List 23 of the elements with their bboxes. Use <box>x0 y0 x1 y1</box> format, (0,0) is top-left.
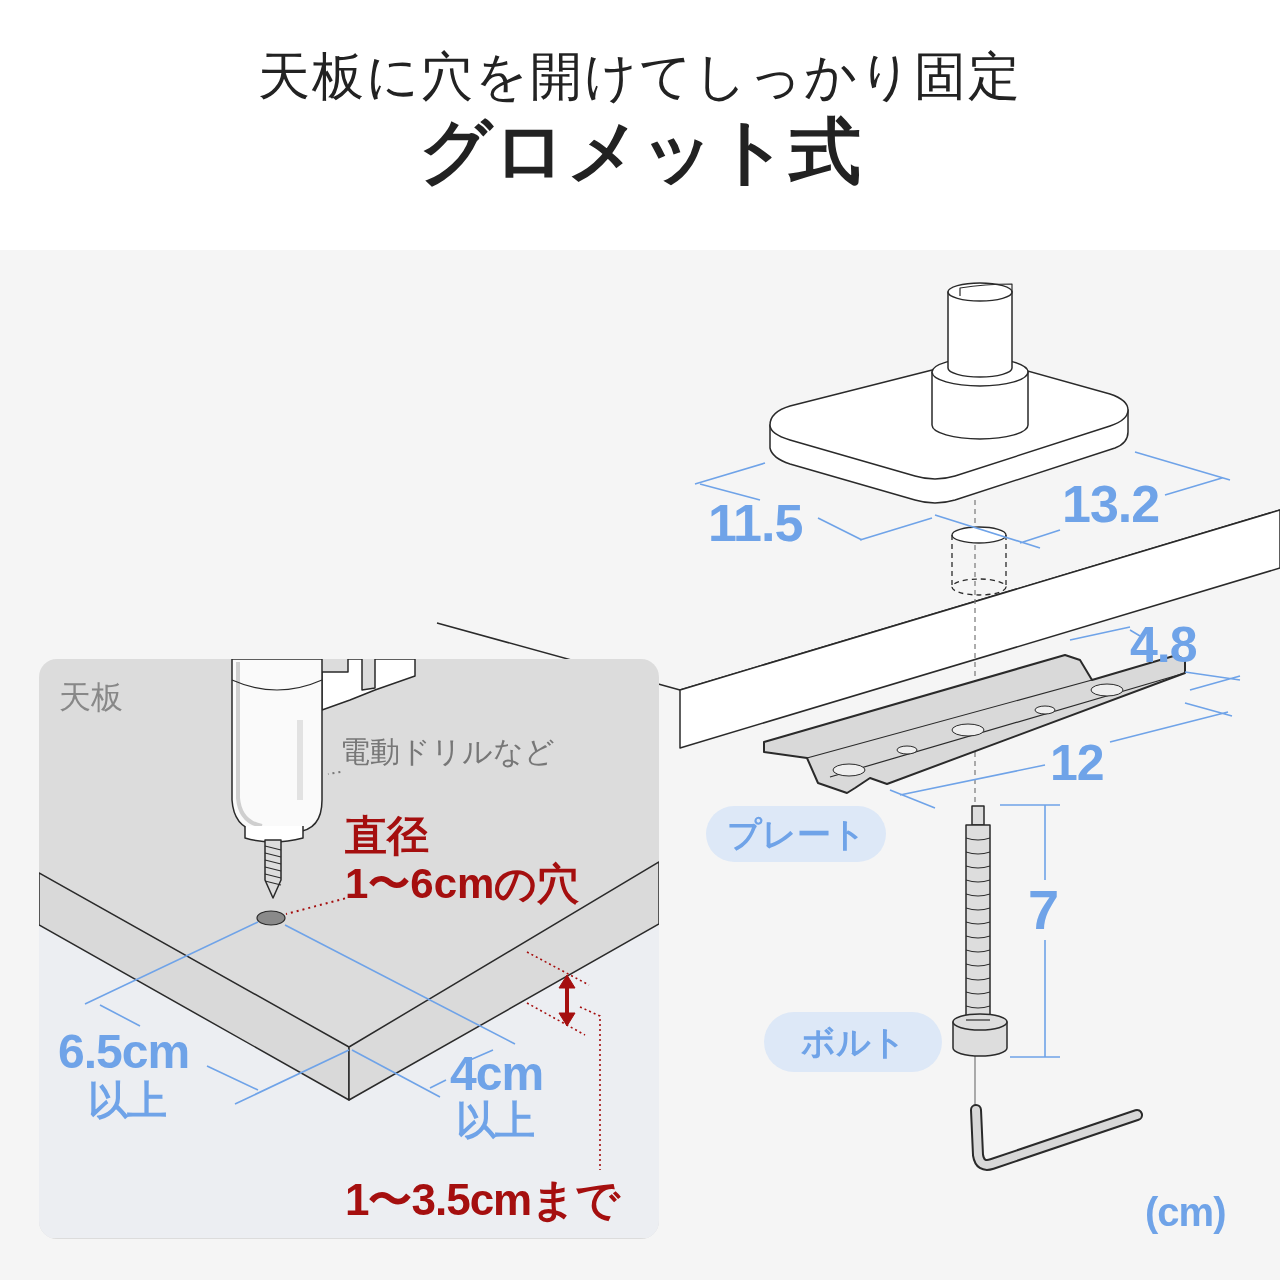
panel-heading: 天板 <box>59 681 123 713</box>
drilled-hole <box>256 910 286 926</box>
leader-line <box>285 897 346 916</box>
dimension-value: 7 <box>1028 882 1059 938</box>
part-label: プレート <box>706 806 886 862</box>
callout-text: 1〜6cmの穴 <box>345 860 581 908</box>
inset-panel <box>39 659 659 1239</box>
subtitle: 天板に穴を開けてしっかり固定 <box>257 50 1023 102</box>
callout-text: 電動ドリルなど <box>340 732 590 772</box>
callout-text: 直径 <box>345 812 430 860</box>
dimension-note: 以上 <box>456 1100 534 1140</box>
dimension-note: 以上 <box>88 1080 166 1120</box>
dimension-value: 13.2 <box>1062 478 1160 530</box>
part-label: ボルト <box>764 1012 942 1072</box>
unit-note: (cm) <box>1145 1192 1226 1232</box>
dimension-value: 11.5 <box>708 497 803 549</box>
dimension-value: 1〜3.5cmまで <box>345 1178 620 1222</box>
dimension-value: 4cm <box>450 1050 544 1098</box>
leader-line <box>327 771 342 775</box>
dimension-value: 12 <box>1050 738 1104 788</box>
dimension-value: 6.5cm <box>58 1028 190 1076</box>
dimension-value: 4.8 <box>1130 620 1197 670</box>
title: グロメット式 <box>418 115 862 187</box>
